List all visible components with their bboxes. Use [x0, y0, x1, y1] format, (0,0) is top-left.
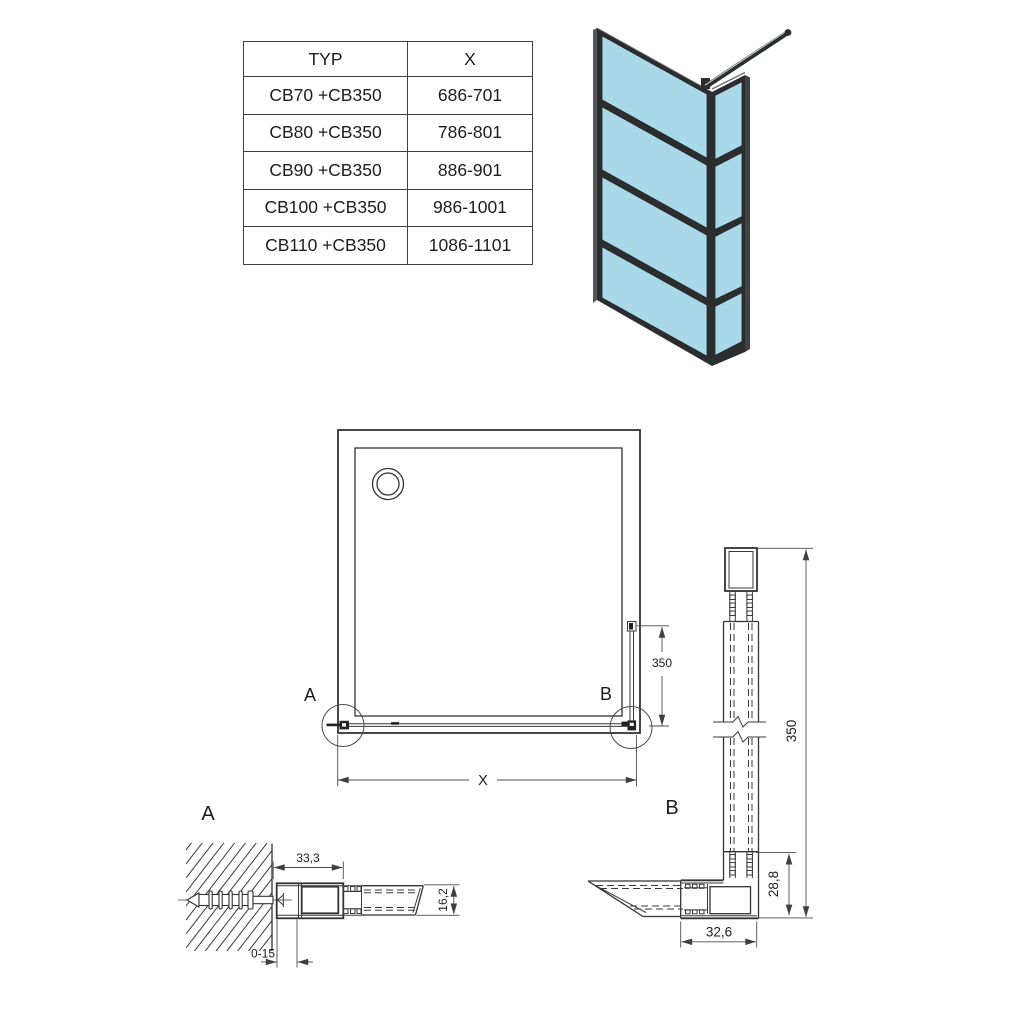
wall-profile-outer — [275, 882, 345, 920]
iso-glass-pane — [601, 106, 708, 229]
section-dim-corner-width: 32,6 — [706, 925, 732, 940]
iso-glass-pane — [601, 176, 708, 299]
anchor-fin — [228, 890, 233, 910]
corner-chamber — [709, 886, 752, 915]
detail-dim-profile: 33,3 — [296, 851, 320, 865]
cell-typ: CB90 +CB350 — [243, 151, 408, 190]
section-dim-corner-height: 28,8 — [766, 871, 781, 897]
table-row: CB90 +CB350 886-901 — [243, 151, 533, 190]
col-header-x: X — [407, 41, 533, 77]
profile-connector — [729, 591, 753, 621]
corner-fitting-b-slot — [629, 722, 634, 726]
drain-icon — [371, 467, 405, 501]
table-row: CB80 +CB350 786-801 — [243, 113, 533, 152]
detail-a-view: A — [178, 803, 460, 968]
profile-top-cap — [724, 547, 758, 592]
wall-stub-a — [326, 723, 341, 727]
profile-connector-a — [343, 886, 362, 915]
cell-typ: CB80 +CB350 — [243, 113, 408, 152]
plan-dim-width: X — [478, 773, 488, 789]
iso-glass-pane — [714, 151, 743, 231]
col-header-typ: TYP — [243, 41, 408, 77]
table-row: CB70 +CB350 686-701 — [243, 76, 533, 115]
iso-glass-pane — [714, 80, 743, 161]
iso-view — [593, 27, 792, 366]
iso-glass-pane — [714, 221, 743, 301]
cell-x: 886-901 — [407, 151, 533, 190]
bracket-a-slot — [342, 723, 346, 727]
tray-outer — [337, 429, 641, 734]
anchor-body — [198, 893, 253, 907]
spec-table: TYP X CB70 +CB350 686-701 CB80 +CB350 78… — [243, 41, 533, 265]
glass-wedge-b — [587, 880, 683, 918]
drain-icon-inner — [376, 472, 400, 496]
glass-wedge-a — [361, 885, 424, 916]
wall-anchor — [178, 890, 292, 910]
iso-glass-pane — [601, 246, 708, 357]
iso-top-edge-highlight — [596, 27, 713, 93]
iso-left-edge — [593, 28, 597, 303]
iso-glass-pane — [601, 35, 708, 159]
return-end-cap — [627, 621, 637, 632]
detail-label-a: A — [201, 803, 215, 825]
corner-connector — [684, 883, 708, 915]
profile-top-cap-inner — [728, 551, 754, 589]
table-row: CB110 +CB350 1086-1101 — [243, 226, 533, 265]
detail-circle-a — [321, 704, 365, 747]
detail-dim-glass: 16,2 — [436, 888, 450, 912]
bar-highlight — [704, 31, 787, 86]
profile-chamber — [300, 885, 340, 915]
detail-circle-b — [609, 706, 653, 749]
plan-label-b: B — [600, 684, 612, 704]
section-b-view: 350 28,8 32,6 B — [587, 547, 813, 948]
corner-fitting-b — [621, 721, 631, 726]
cell-x: 786-801 — [407, 113, 533, 152]
anchor-collar — [247, 890, 254, 910]
wall-hatch — [186, 843, 273, 951]
cell-x: 1086-1101 — [407, 226, 533, 265]
return-end-cap-fill — [629, 623, 633, 630]
cell-typ: CB110 +CB350 — [243, 226, 408, 265]
section-label-b: B — [665, 797, 678, 819]
bar-end-cap — [784, 29, 792, 36]
cell-x: 686-701 — [407, 76, 533, 115]
cell-x: 986-1001 — [407, 188, 533, 227]
plan-label-a: A — [304, 685, 316, 705]
table-header-row: TYP X — [243, 41, 533, 77]
iso-glass-pane — [714, 291, 743, 357]
break-symbol — [713, 730, 766, 743]
profile-connector — [729, 852, 753, 878]
table-row: CB100 +CB350 986-1001 — [243, 188, 533, 227]
plan-dim-return: 350 — [652, 656, 672, 670]
anchor-fin — [238, 890, 243, 910]
plan-view: A B 350 X — [304, 429, 672, 789]
detail-dim-adjust: 0-15 — [251, 947, 275, 961]
iso-return-edge — [745, 75, 750, 352]
screw-shank — [252, 895, 274, 905]
break-symbol — [713, 715, 766, 728]
bar-body — [702, 30, 790, 90]
section-dim-height: 350 — [784, 720, 799, 743]
tray-inner — [354, 447, 623, 717]
bar-mount-block — [701, 78, 710, 89]
support-bar — [701, 29, 792, 90]
anchor-fin — [208, 890, 213, 910]
iso-return-top-highlight — [711, 71, 746, 90]
anchor-fin — [218, 890, 223, 910]
anchor-tip — [185, 892, 200, 908]
